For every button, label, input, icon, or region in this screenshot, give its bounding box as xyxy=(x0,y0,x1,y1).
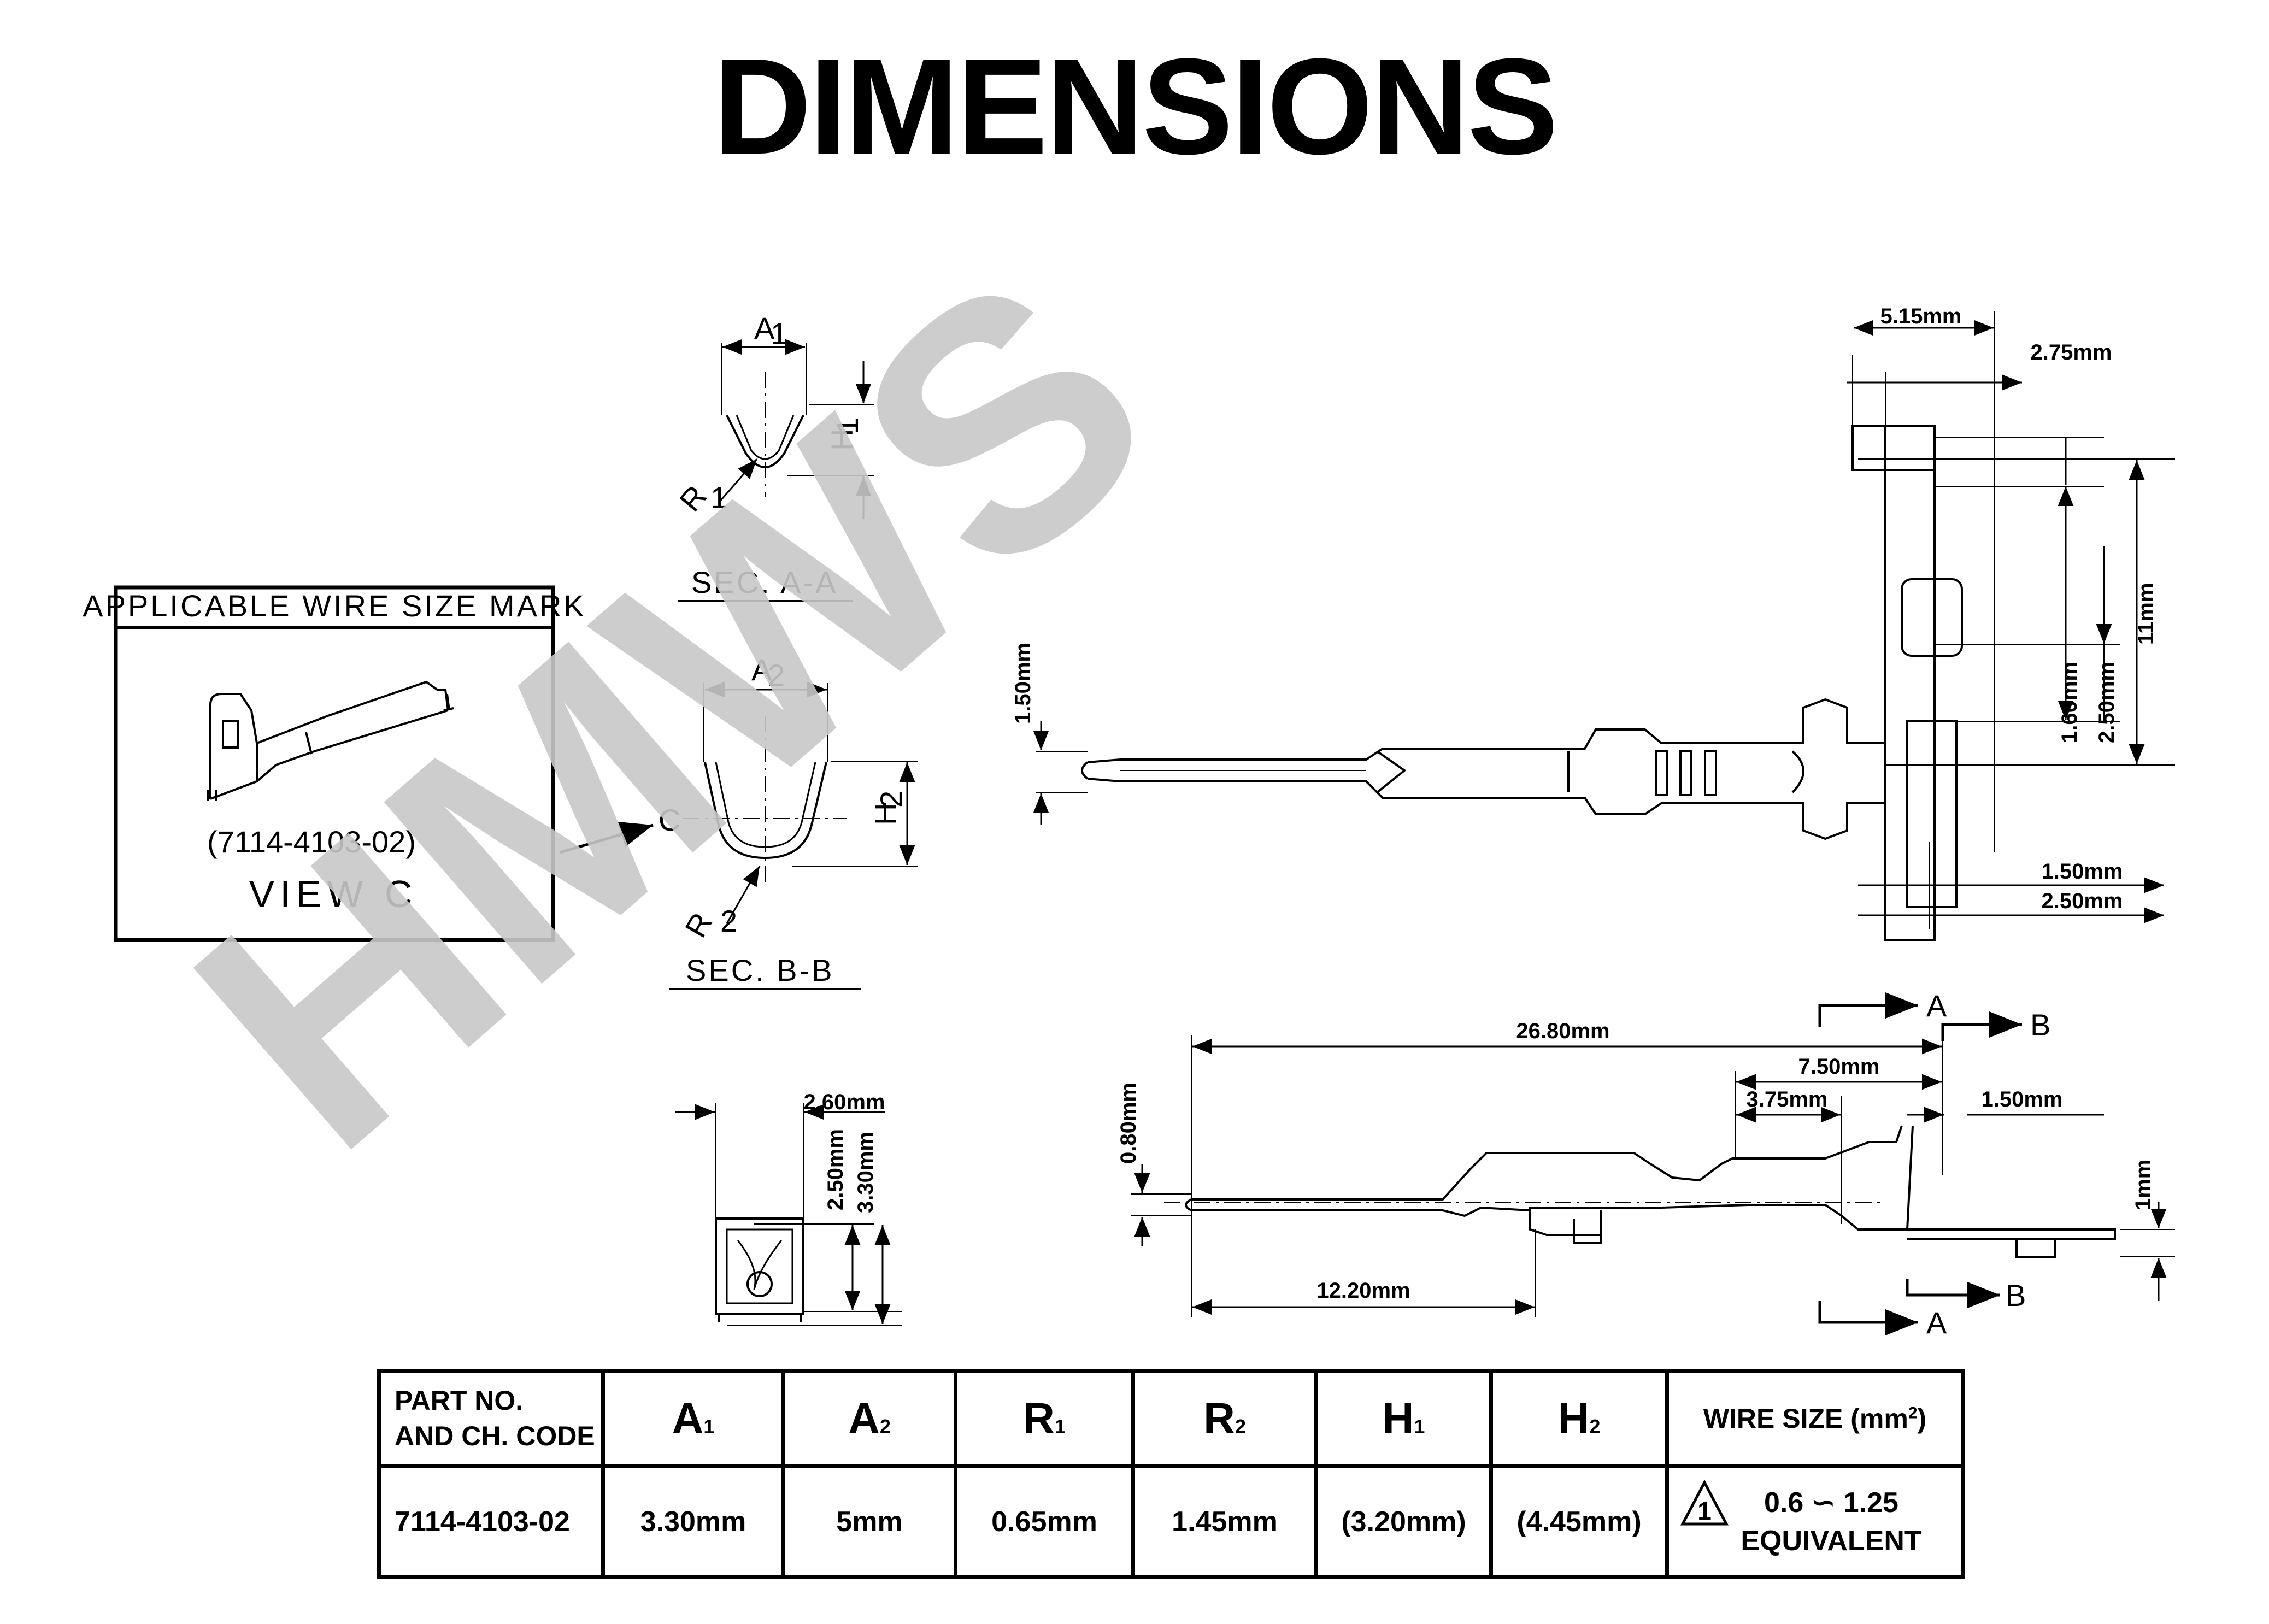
header-h1: H1 xyxy=(1314,1369,1493,1468)
side-view-marker-a-bottom: A xyxy=(1926,1305,1947,1340)
front-view-width-dim: 2.60mm xyxy=(804,1090,885,1114)
section-bb-label: SEC. B-B xyxy=(686,953,834,987)
top-view xyxy=(1033,311,2175,941)
section-aa-a-label: A xyxy=(754,311,775,345)
side-view-d750-dim: 7.50mm xyxy=(1798,1055,1880,1079)
header-r1: R1 xyxy=(954,1369,1135,1468)
header-wire-size: WIRE SIZE (mm2) xyxy=(1665,1369,1965,1468)
view-c-header: APPLICABLE WIRE SIZE MARK xyxy=(83,589,586,623)
section-aa-r-label: R xyxy=(673,479,713,517)
spec-table: PART NO. AND CH. CODE A1 A2 R1 R2 H1 H2 … xyxy=(377,1369,1965,1579)
front-view-h2-dim: 3.30mm xyxy=(854,1132,878,1213)
front-view-h1-dim: 2.50mm xyxy=(824,1129,848,1210)
section-bb-r-label: R xyxy=(678,907,719,943)
header-a2: A2 xyxy=(781,1369,957,1468)
side-view-marker-b-top: B xyxy=(2030,1008,2050,1042)
side-view-marker-b-bottom: B xyxy=(2006,1278,2026,1313)
cell-h1: (3.20mm) xyxy=(1314,1464,1493,1579)
header-part-line1: PART NO. xyxy=(395,1385,524,1416)
view-c-pointer-label: C xyxy=(659,803,680,837)
wire-note: EQUIVALENT xyxy=(1741,1525,1922,1557)
cell-a1: 3.30mm xyxy=(601,1464,785,1579)
side-view-d1-dim: 1mm xyxy=(2131,1160,2155,1210)
section-bb-r-sub: 2 xyxy=(720,904,737,938)
section-bb xyxy=(669,681,918,990)
table-header-row: PART NO. AND CH. CODE A1 A2 R1 R2 H1 H2 … xyxy=(377,1369,1965,1468)
wire-range: 0.6 ∽ 1.25 xyxy=(1764,1486,1898,1519)
top-view-w150-dim: 1.50mm xyxy=(2042,860,2123,884)
side-view-d150-dim: 1.50mm xyxy=(1982,1087,2063,1111)
top-view-h250-dim: 2.50mm xyxy=(2095,662,2119,743)
side-view-d375-dim: 3.75mm xyxy=(1747,1087,1828,1111)
view-c-part-label: (7114-4103-02) xyxy=(207,825,416,859)
section-aa-a-sub: 1 xyxy=(771,316,787,351)
header-h2: H2 xyxy=(1489,1369,1669,1468)
view-c-box: APPLICABLE WIRE SIZE MARK (7114-4103-02)… xyxy=(83,585,586,942)
cell-part-no: 7114-4103-02 xyxy=(377,1464,605,1579)
header-part-line2: AND CH. CODE xyxy=(395,1421,595,1451)
view-c-label: VIEW C xyxy=(249,873,418,915)
cell-wire-size: 1 0.6 ∽ 1.25 EQUIVALENT xyxy=(1665,1464,1965,1579)
page-title: DIMENSIONS xyxy=(713,30,1559,183)
section-aa-h-label: H xyxy=(825,429,859,451)
section-bb-h-label: H xyxy=(868,803,903,825)
cell-r1: 0.65mm xyxy=(954,1464,1135,1579)
side-view-d1220-dim: 12.20mm xyxy=(1316,1279,1410,1303)
cell-r2: 1.45mm xyxy=(1131,1464,1318,1579)
section-aa-h-sub: 1 xyxy=(830,417,865,434)
cell-a2: 5mm xyxy=(781,1464,957,1579)
side-view-total-dim: 26.80mm xyxy=(1516,1019,1609,1043)
header-a1: A1 xyxy=(601,1369,785,1468)
section-aa xyxy=(678,339,874,602)
header-r2: R2 xyxy=(1131,1369,1318,1468)
warning-mark-number: 1 xyxy=(1697,1497,1712,1525)
side-view-d080-dim: 0.80mm xyxy=(1116,1082,1141,1164)
side-view-marker-a-top: A xyxy=(1926,988,1947,1023)
top-view-w275-dim: 2.75mm xyxy=(2031,340,2112,364)
header-part-no: PART NO. AND CH. CODE xyxy=(377,1369,605,1468)
warning-triangle-icon: 1 xyxy=(1680,1479,1729,1526)
top-view-w515-dim: 5.15mm xyxy=(1880,304,1962,328)
side-view xyxy=(1131,992,2175,1335)
section-aa-label: SEC. A-A xyxy=(691,565,838,599)
section-aa-r-sub: 1 xyxy=(710,480,727,515)
section-bb-h-sub: 2 xyxy=(874,791,908,808)
wire-size-mark-drawing xyxy=(207,680,454,801)
view-c-pointer-arrow xyxy=(560,821,654,854)
section-bb-a-label: A xyxy=(751,652,772,687)
cell-h2: (4.45mm) xyxy=(1489,1464,1669,1579)
top-view-w250-dim: 2.50mm xyxy=(2042,889,2123,913)
table-row: 7114-4103-02 3.30mm 5mm 0.65mm 1.45mm (3… xyxy=(377,1464,1965,1579)
top-view-h160-dim: 1.60mm xyxy=(2058,662,2082,743)
top-view-pin-height-dim: 1.50mm xyxy=(1011,643,1035,724)
section-bb-a-sub: 2 xyxy=(768,658,785,692)
front-view xyxy=(675,1103,902,1326)
top-view-h11-dim: 11mm xyxy=(2134,583,2158,645)
